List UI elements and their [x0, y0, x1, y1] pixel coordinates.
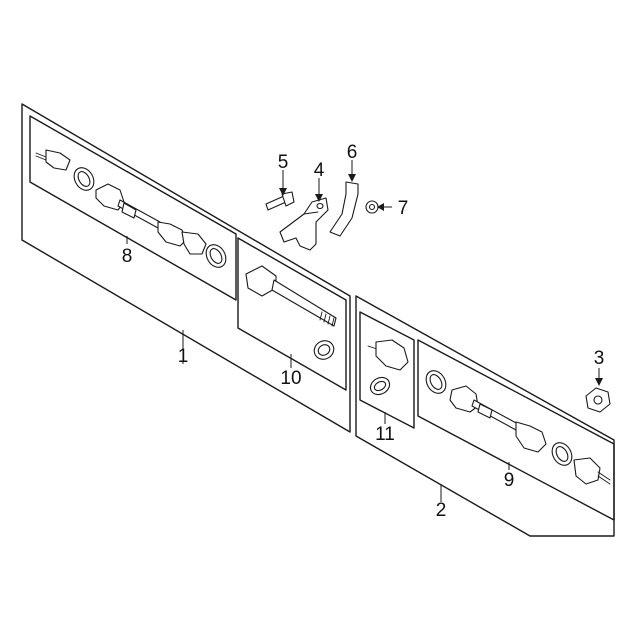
- nut-7: [365, 200, 379, 214]
- subpanel-9: [417, 339, 615, 521]
- callout-4: 4: [314, 160, 325, 181]
- subpanel-8: [29, 115, 237, 301]
- callout-5: 5: [278, 152, 289, 173]
- inner-joint-11: [367, 339, 409, 396]
- callout-7: 7: [398, 198, 409, 219]
- axle-shaft-8: [35, 149, 227, 268]
- axle-shaft-9: [425, 370, 611, 485]
- callout-10: 10: [280, 368, 301, 389]
- right-assembly-panel: [355, 295, 615, 537]
- callout-6: 6: [347, 142, 358, 163]
- callout-8: 8: [122, 246, 133, 267]
- callout-2: 2: [436, 500, 447, 521]
- hub-nut-3: [585, 387, 611, 413]
- leaders: [126, 160, 603, 502]
- callout-3: 3: [594, 348, 605, 369]
- left-assembly-panel: [21, 103, 351, 433]
- callout-1: 1: [178, 346, 189, 367]
- callout-9: 9: [504, 470, 515, 491]
- bracket-4: [279, 197, 329, 251]
- subpanel-10: [237, 237, 347, 391]
- inner-shaft-10: [245, 265, 337, 360]
- clamp-6: [329, 181, 359, 237]
- bolt-5: [265, 191, 295, 211]
- callout-11: 11: [375, 424, 395, 445]
- subpanel-11: [359, 311, 415, 429]
